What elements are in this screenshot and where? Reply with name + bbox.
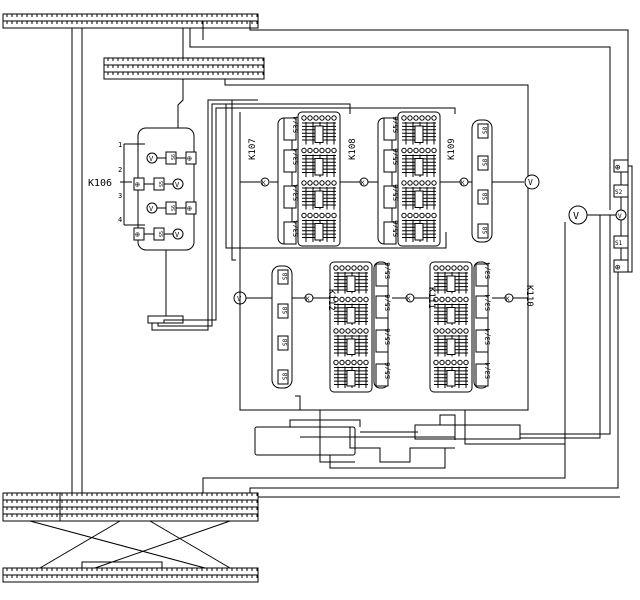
svg-text:V: V <box>149 155 154 163</box>
svg-text:S5/6: S5/6 <box>392 220 400 237</box>
upper-row: K107 K S3/4 S3/4 S3/4 S3/4 K108 K S5/6 S… <box>225 100 540 292</box>
svg-text:S8: S8 <box>282 372 289 380</box>
right-chain: V ⊕ S2 V S1 ⊕ <box>480 159 633 445</box>
svg-text:S5/6: S5/6 <box>384 362 392 379</box>
port-1: 1 <box>118 141 122 149</box>
svg-text:V: V <box>618 213 622 220</box>
svg-text:S3/4: S3/4 <box>484 328 492 345</box>
svg-text:⊕: ⊕ <box>187 154 192 163</box>
svg-text:K: K <box>407 296 411 303</box>
svg-text:S5/6: S5/6 <box>392 148 400 165</box>
svg-text:S5: S5 <box>159 231 165 237</box>
svg-text:⊕: ⊕ <box>615 263 620 273</box>
svg-text:S6: S6 <box>171 205 177 211</box>
port-3: 3 <box>118 192 122 200</box>
svg-text:S6: S6 <box>171 154 177 160</box>
svg-text:V: V <box>573 211 579 222</box>
label-k106: K106 <box>88 178 112 189</box>
svg-text:S3/4: S3/4 <box>292 220 300 237</box>
svg-text:⊕: ⊕ <box>187 204 192 213</box>
svg-text:S3/4: S3/4 <box>484 262 492 279</box>
svg-text:S2: S2 <box>615 189 623 196</box>
svg-text:V: V <box>175 231 180 239</box>
bottom-bus-bars <box>2 492 259 583</box>
svg-text:S8: S8 <box>282 306 289 314</box>
label-k112: K112 <box>326 289 336 311</box>
svg-text:S1: S1 <box>615 240 623 247</box>
svg-text:V: V <box>528 178 533 187</box>
svg-text:S8: S8 <box>282 338 289 346</box>
svg-text:S5/6: S5/6 <box>384 294 392 311</box>
svg-text:⊕: ⊕ <box>135 180 140 189</box>
bottom-cross-wires <box>29 493 231 569</box>
label-k107: K107 <box>248 138 258 160</box>
svg-text:S8: S8 <box>482 158 489 166</box>
svg-text:S5/6: S5/6 <box>384 262 392 279</box>
svg-text:⊕: ⊕ <box>615 163 620 173</box>
bottom-middle-wiring <box>254 410 521 469</box>
k106-block: K106 1 2 3 4 V S6 ⊕ ⊕ S5 V V S6 ⊕ ⊕ S5 V <box>88 99 258 331</box>
svg-text:S5/6: S5/6 <box>384 328 392 345</box>
svg-text:S5/6: S5/6 <box>392 184 400 201</box>
svg-text:V: V <box>149 205 154 213</box>
svg-text:S8: S8 <box>282 272 289 280</box>
svg-text:S5/6: S5/6 <box>392 116 400 133</box>
lower-row: K110 K S3/4 S3/4 S3/4 S3/4 K111 K S5/6 S… <box>233 261 534 411</box>
svg-text:S8: S8 <box>482 192 489 200</box>
svg-text:S3/4: S3/4 <box>292 184 300 201</box>
svg-text:S5: S5 <box>159 181 165 187</box>
top-bus-bars <box>2 13 265 80</box>
label-k110: K110 <box>524 285 534 307</box>
label-k109: K109 <box>447 138 457 160</box>
svg-text:S8: S8 <box>482 226 489 234</box>
svg-text:K: K <box>461 180 465 187</box>
svg-text:K: K <box>506 296 510 303</box>
port-2: 2 <box>118 166 122 174</box>
svg-text:S3/4: S3/4 <box>292 116 300 133</box>
port-4: 4 <box>118 216 122 224</box>
svg-text:S3/4: S3/4 <box>484 362 492 379</box>
label-k111: K111 <box>426 287 436 309</box>
outer-wiring <box>71 21 629 498</box>
svg-text:K: K <box>361 180 365 187</box>
svg-text:K: K <box>262 180 266 187</box>
svg-text:S8: S8 <box>482 126 489 134</box>
svg-text:K: K <box>306 296 310 303</box>
svg-text:⊕: ⊕ <box>135 230 140 239</box>
svg-text:S3/4: S3/4 <box>484 294 492 311</box>
svg-text:S3/4: S3/4 <box>292 148 300 165</box>
svg-text:V: V <box>175 181 180 189</box>
label-k108: K108 <box>348 138 358 160</box>
